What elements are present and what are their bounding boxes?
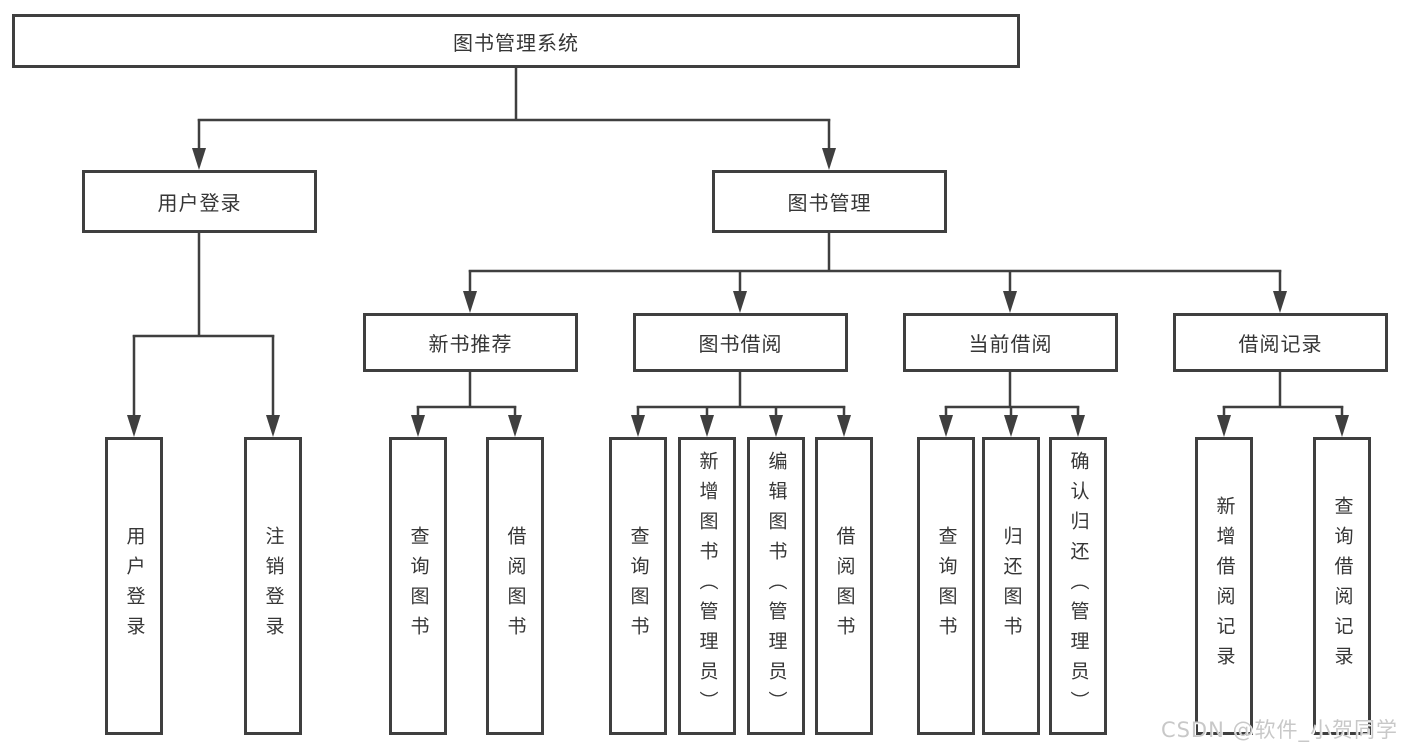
node-new-book-recommendation: 新书推荐: [363, 313, 578, 372]
leaf-logout: 注销登录: [244, 437, 302, 735]
connector-borrow-to-children: [631, 372, 851, 437]
node-book-management: 图书管理: [712, 170, 947, 233]
connector-records-to-children: [1217, 372, 1349, 437]
connector-user-login-to-children: [127, 233, 280, 437]
leaf-user-login: 用户登录: [105, 437, 163, 735]
connector-root-to-level2: [192, 68, 836, 170]
leaf-confirm-return-admin: 确认归还（管理员）: [1049, 437, 1107, 735]
connector-book-mgmt-to-level3: [463, 233, 1287, 313]
leaf-return-books: 归还图书: [982, 437, 1040, 735]
node-book-borrowing: 图书借阅: [633, 313, 848, 372]
node-library-management-system: 图书管理系统: [12, 14, 1020, 68]
leaf-add-borrow-record: 新增借阅记录: [1195, 437, 1253, 735]
csdn-watermark: CSDN @软件_小贺同学: [1160, 718, 1398, 742]
node-borrowing-records: 借阅记录: [1173, 313, 1388, 372]
node-current-borrowing: 当前借阅: [903, 313, 1118, 372]
leaf-query-books-borrow: 查询图书: [609, 437, 667, 735]
leaf-query-borrow-record: 查询借阅记录: [1313, 437, 1371, 735]
connector-current-to-children: [939, 372, 1085, 437]
connector-recommend-to-children: [411, 372, 522, 437]
leaf-borrow-books: 借阅图书: [815, 437, 873, 735]
leaf-query-books-recommend: 查询图书: [389, 437, 447, 735]
leaf-query-books-current: 查询图书: [917, 437, 975, 735]
leaf-add-books-admin: 新增图书（管理员）: [678, 437, 736, 735]
leaf-borrow-books-recommend: 借阅图书: [486, 437, 544, 735]
node-user-login: 用户登录: [82, 170, 317, 233]
leaf-edit-books-admin: 编辑图书（管理员）: [747, 437, 805, 735]
